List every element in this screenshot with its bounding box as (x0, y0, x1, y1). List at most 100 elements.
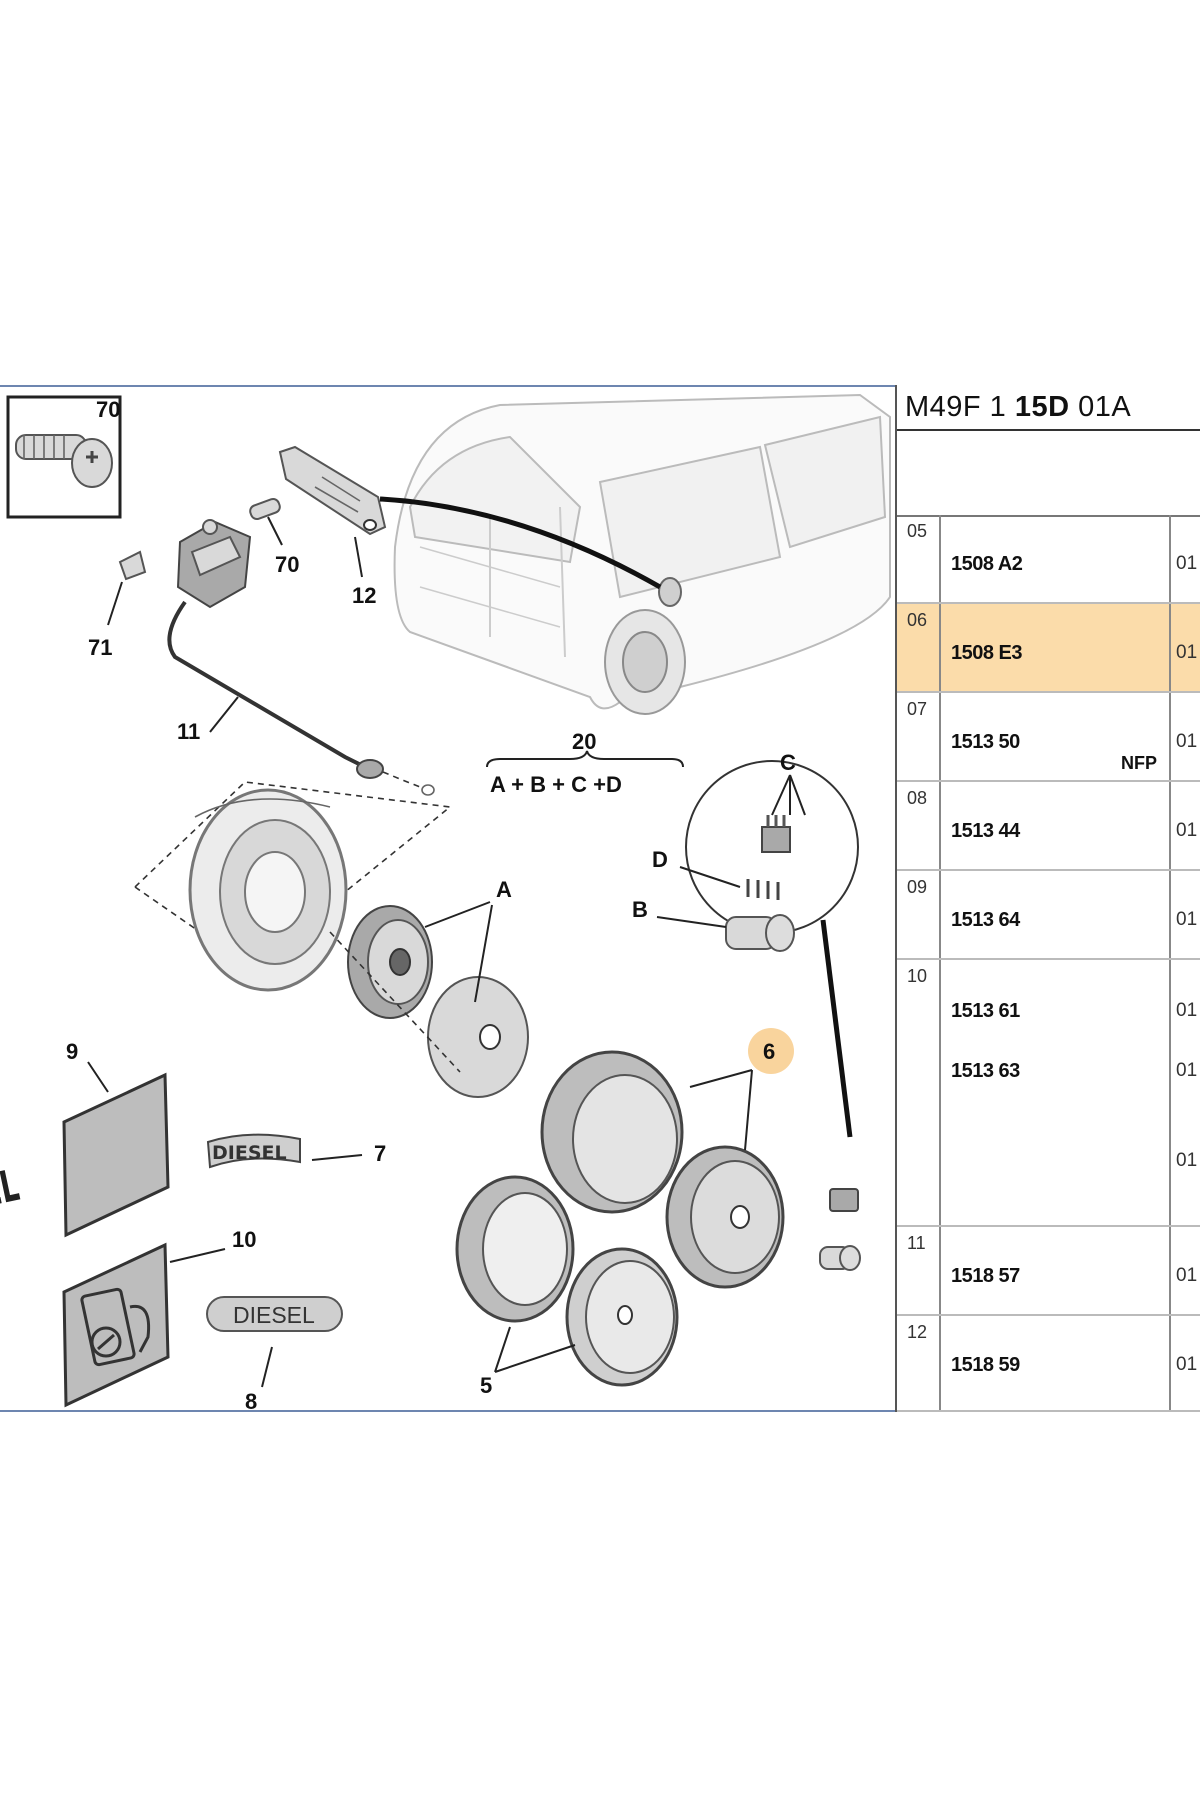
row-divider (1169, 604, 1171, 691)
callout-5: 5 (480, 1373, 492, 1398)
filler-housing (188, 788, 348, 992)
row-divider (1169, 782, 1171, 869)
parts-reference-panel: M49F 1 15D 01A 05 1508 A2 01 06 1508 E3 01 07 1… (895, 385, 1200, 1412)
callout-8: 8 (245, 1389, 257, 1414)
callout-12: 12 (352, 583, 376, 608)
part-B-lock (725, 914, 795, 952)
row-divider (939, 604, 941, 691)
part-6-cap (665, 1145, 785, 1289)
callout-70-inset: 70 (96, 397, 120, 422)
part-quantity: 01 (1176, 1354, 1198, 1375)
row-divider (939, 693, 941, 780)
row-divider (939, 515, 941, 602)
part-number: 1513 44 (951, 820, 1020, 842)
row-divider (1169, 871, 1171, 958)
diesel-arc-text: DIESEL (212, 1142, 287, 1164)
part-quantity: 01 (1176, 731, 1198, 752)
part-C-clips (761, 815, 791, 853)
diagram-svg: 70 12 (0, 393, 891, 1414)
parts-row-08[interactable]: 08 1513 44 01 (897, 782, 1200, 871)
catalog-reference: M49F 1 15D 01A (905, 391, 1131, 424)
callout-20: 20 (572, 729, 596, 754)
parts-row-10[interactable]: 10 1513 61 1513 63 01 01 01 (897, 960, 1200, 1227)
screw-70-inset-icon (15, 434, 113, 488)
row-divider (939, 960, 941, 1225)
diesel-plate-9: DIESEL (0, 1072, 170, 1238)
row-index: 08 (907, 788, 928, 808)
fuel-flap-12 (278, 445, 387, 536)
part-quantity: 01 (1176, 1150, 1198, 1171)
fuel-pump-label-10 (62, 1242, 170, 1408)
row-divider (939, 871, 941, 958)
formula-20: A + B + C +D (490, 772, 622, 797)
van-illustration (393, 393, 891, 715)
small-parts-6 (819, 1188, 861, 1271)
row-divider (939, 782, 941, 869)
callout-9: 9 (66, 1039, 78, 1064)
parts-row-11[interactable]: 11 1518 57 01 (897, 1227, 1200, 1316)
diesel-oval-badge-8: DIESEL (206, 1296, 343, 1332)
latch-mechanism (118, 497, 435, 796)
exploded-diagram: 70 12 (0, 385, 895, 1414)
row-divider (1169, 960, 1171, 1225)
part-5-cap (565, 1247, 679, 1387)
row-divider (1169, 515, 1171, 602)
part-number: 1513 61 (951, 1000, 1020, 1022)
part-A-cap-outer (427, 976, 529, 1098)
ref-prefix: M49F 1 (905, 391, 1007, 423)
part-number: 1518 57 (951, 1265, 1020, 1287)
row-divider (939, 1316, 941, 1410)
part-quantity: 01 (1176, 1265, 1198, 1286)
part-number: 1508 E3 (951, 642, 1023, 664)
parts-row-09[interactable]: 09 1513 64 01 (897, 871, 1200, 960)
row-divider (1169, 1227, 1171, 1314)
parts-row-05[interactable]: 05 1508 A2 01 (897, 515, 1200, 604)
row-divider (939, 1227, 941, 1314)
part-A-cap-inner (347, 905, 433, 1019)
callout-D: D (652, 847, 668, 872)
part-quantity: 01 (1176, 909, 1198, 930)
row-divider (1169, 1316, 1171, 1410)
callout-6: 6 (763, 1039, 775, 1064)
callout-C: C (780, 750, 796, 775)
row-divider (1169, 693, 1171, 780)
row-index: 07 (907, 699, 928, 719)
diesel-oval-text: DIESEL (233, 1302, 315, 1328)
part-6-ring (540, 1050, 684, 1214)
part-D-pins (746, 879, 780, 900)
diesel-arc-badge-7: DIESEL (206, 1133, 301, 1169)
part-number: 1513 50 (951, 731, 1020, 753)
callout-71: 71 (88, 635, 112, 660)
diesel-plate-text: DIESEL (0, 1159, 23, 1232)
part-quantity: 01 (1176, 1060, 1198, 1081)
part-number: 1513 64 (951, 909, 1020, 931)
row-index: 06 (907, 610, 928, 630)
part-quantity: 01 (1176, 1000, 1198, 1021)
part-number: 1518 59 (951, 1354, 1020, 1376)
callout-B: B (632, 897, 648, 922)
part-5-ring (455, 1175, 575, 1323)
callout-11: 11 (177, 719, 200, 744)
row-index: 09 (907, 877, 928, 897)
callout-10: 10 (232, 1227, 256, 1252)
row-index: 10 (907, 966, 928, 986)
row-index: 12 (907, 1322, 928, 1342)
callout-A: A (496, 877, 512, 902)
ref-bold: 15D (1014, 391, 1070, 423)
row-index: 11 (907, 1233, 926, 1253)
highlight-circle-6 (748, 1028, 794, 1074)
part-quantity: 01 (1176, 553, 1198, 574)
part-number: 1513 63 (951, 1060, 1020, 1082)
part-quantity: 01 (1176, 642, 1198, 663)
part-number: 1508 A2 (951, 553, 1023, 575)
panel-subheader (897, 429, 1200, 517)
part-note: NFP (1121, 753, 1157, 773)
callout-7: 7 (374, 1141, 386, 1166)
part-quantity: 01 (1176, 820, 1198, 841)
parts-catalog: 70 12 (0, 385, 1200, 1414)
parts-row-06[interactable]: 06 1508 E3 01 (897, 604, 1200, 693)
callout-70: 70 (275, 552, 299, 577)
parts-row-12[interactable]: 12 1518 59 01 (897, 1316, 1200, 1412)
row-index: 05 (907, 521, 928, 541)
